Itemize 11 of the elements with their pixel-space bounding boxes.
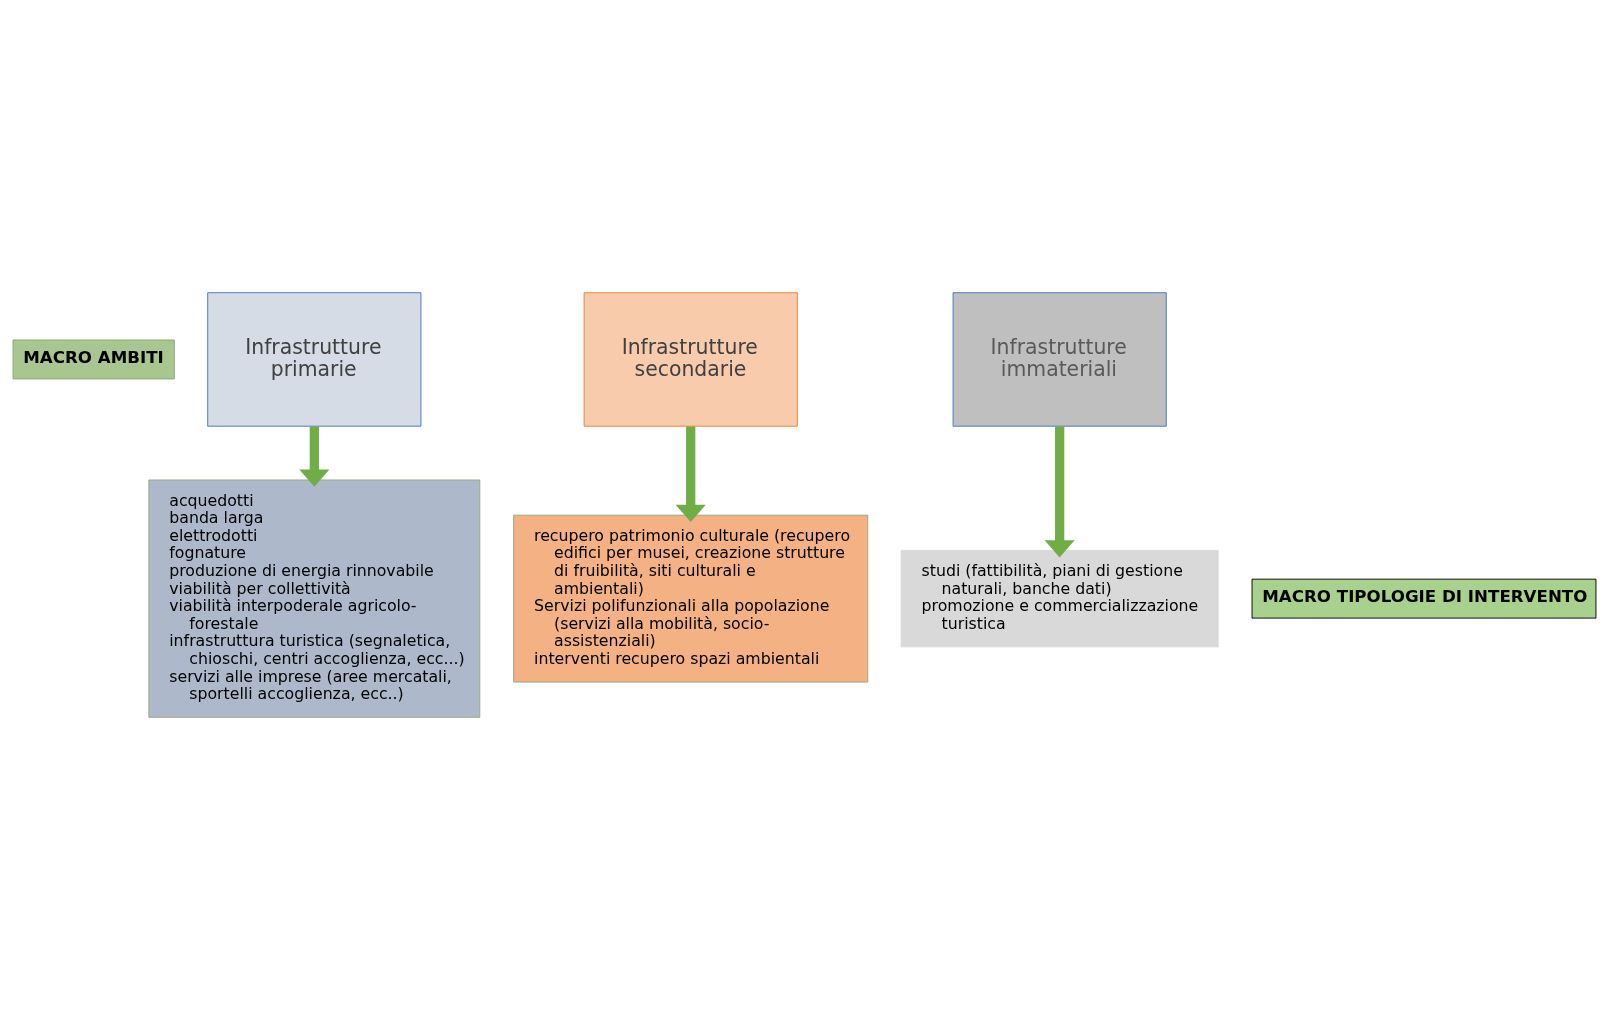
node-box: acquedotti banda larga elettrodotti fognature produzione di energia rinnovabile viabilità per collettività viabilità interpoderale agricolo- forestale infrastruttura turistica (segnaletica, chioschi, centri accoglienza, ecc...) servizi alle imprese (aree mercatali, sportelli accoglienza, ecc..) <box>148 479 481 718</box>
node-box: Infrastrutture primarie <box>207 292 422 427</box>
arrow <box>299 426 330 487</box>
arrow <box>1044 426 1075 558</box>
arrow <box>675 426 706 523</box>
node-box: Infrastrutture secondarie <box>583 292 798 427</box>
node-box: recupero patrimonio culturale (recupero edifici per musei, creazione strutture di fruibilità, siti culturali e ambientali) Servizi polifunzionali alla popolazione (servizi alla mobilità, socio-assistenziali) interventi recupero spazi ambientali <box>513 514 869 683</box>
node-box: Infrastrutture immateriali <box>952 292 1167 427</box>
node-box: MACRO AMBITI <box>12 339 175 380</box>
node-box: studi (fattibilità, piani di gestione naturali, banche dati) promozione e commercializzazione turistica <box>900 549 1219 648</box>
node-box: MACRO TIPOLOGIE DI INTERVENTO <box>1251 578 1597 619</box>
